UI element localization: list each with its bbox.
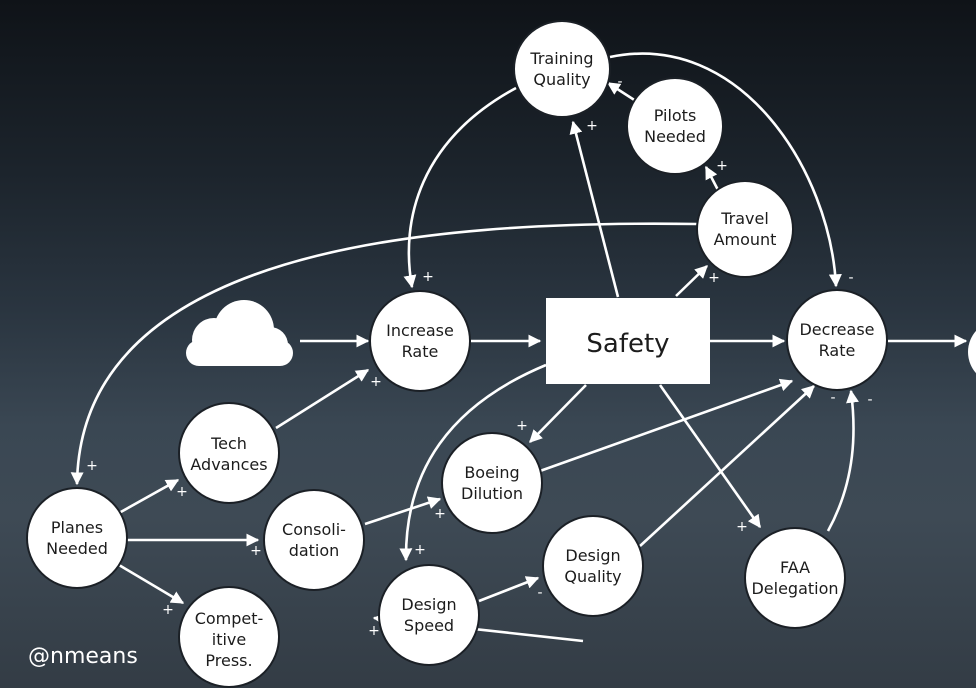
edge-training-quality-to-increase-rate: [403, 86, 517, 289]
polarity-label: +: [422, 269, 434, 285]
node-label: Design: [401, 595, 456, 614]
edge-travel-amount-to-planes-needed: [70, 222, 698, 486]
node-label: Dilution: [461, 484, 523, 503]
polarity-label: +: [86, 458, 98, 474]
edge-safety-to-design-speed: [399, 363, 547, 562]
polarity-label: +: [368, 623, 380, 639]
node-label: Press.: [205, 651, 252, 670]
edge-safety-to-travel-amount: [675, 265, 708, 297]
node-design-quality[interactable]: Design Quality: [542, 515, 644, 617]
polarity-label: +: [370, 374, 382, 390]
polarity-label: +: [708, 270, 720, 286]
node-tech-advances[interactable]: Tech Advances: [178, 402, 280, 504]
edge-design-quality-to-decrease-rate: [639, 385, 815, 547]
edge-safety-to-boeing-dilution: [529, 384, 587, 443]
node-label: Advances: [190, 455, 267, 474]
node-pilots-needed[interactable]: Pilots Needed: [626, 77, 724, 175]
node-label: Needed: [46, 539, 108, 558]
node-label: FAA: [780, 558, 810, 577]
node-label: Travel: [720, 209, 769, 228]
node-label: Decrease: [799, 320, 874, 339]
node-label: Rate: [819, 341, 856, 360]
safety-stock[interactable]: Safety: [546, 298, 710, 384]
edge-safety-to-training-quality: [569, 120, 620, 298]
safety-label: Safety: [586, 329, 669, 359]
node-label: Speed: [404, 616, 454, 635]
safety-box: [546, 298, 710, 384]
node-label: Quality: [533, 70, 590, 89]
polarity-labels: + - + + + - + + + + + + + + + - + - - -: [86, 74, 872, 639]
edge-travel-amount-to-pilots-needed: [704, 165, 720, 191]
node-label: Rate: [402, 342, 439, 361]
node-label: Planes: [51, 518, 103, 537]
polarity-label: +: [434, 506, 446, 522]
polarity-label: +: [586, 118, 598, 134]
polarity-label: +: [162, 602, 174, 618]
node-training-quality[interactable]: Training Quality: [513, 20, 611, 118]
node-design-speed[interactable]: Design Speed: [378, 564, 480, 666]
node-label: Consoli-: [282, 520, 346, 539]
node-decrease-rate[interactable]: Decrease Rate: [786, 289, 888, 391]
node-label: itive: [212, 630, 246, 649]
edge-safety-to-faa-delegation: [658, 384, 762, 529]
cloud-icon: [186, 300, 293, 366]
polarity-label: +: [736, 519, 748, 535]
node-planes-needed[interactable]: Planes Needed: [26, 487, 128, 589]
edge-planes-needed-to-competitive-pressure: [118, 563, 185, 605]
node-label: Delegation: [751, 579, 838, 598]
node-boeing-dilution[interactable]: Boeing Dilution: [441, 432, 543, 534]
node-faa-delegation[interactable]: FAA Delegation: [744, 527, 846, 629]
polarity-label: +: [516, 418, 528, 434]
node-label: Pilots: [654, 106, 697, 125]
node-label: Training: [529, 49, 593, 68]
node-competitive-pressure[interactable]: Compet- itive Press.: [178, 586, 280, 688]
node-label: Compet-: [195, 609, 264, 628]
node-label: Design: [565, 546, 620, 565]
edge-faa-delegation-to-decrease-rate: [826, 389, 859, 532]
node-label: dation: [289, 541, 340, 560]
polarity-label: -: [830, 390, 835, 406]
author-credit: @nmeans: [28, 644, 138, 669]
node-label: Amount: [714, 230, 777, 249]
node-label: Quality: [564, 567, 621, 586]
polarity-label: -: [867, 392, 872, 408]
polarity-label: +: [414, 542, 426, 558]
edge-planes-needed-to-tech-advances: [118, 478, 180, 515]
polarity-label: -: [848, 270, 853, 286]
polarity-label: +: [250, 543, 262, 559]
polarity-label: -: [537, 585, 542, 601]
polarity-label: +: [176, 484, 188, 500]
polarity-label: +: [716, 158, 728, 174]
node-label: Increase: [386, 321, 454, 340]
node-label: Boeing: [464, 463, 519, 482]
node-increase-rate[interactable]: Increase Rate: [369, 290, 471, 392]
edge-consolidation-to-boeing-dilution: [364, 496, 442, 526]
edge-design-speed-to-design-quality: [478, 576, 540, 603]
edge-training-quality-to-decrease-rate: [609, 52, 842, 288]
node-consolidation[interactable]: Consoli- dation: [263, 489, 365, 591]
polarity-label: -: [805, 384, 810, 400]
node-label: Needed: [644, 127, 706, 146]
edge-tech-advances-to-increase-rate: [275, 368, 370, 430]
outflow-sink: [968, 330, 976, 374]
polarity-label: -: [617, 74, 622, 90]
node-label: Tech: [210, 434, 247, 453]
node-travel-amount[interactable]: Travel Amount: [696, 180, 794, 278]
edge-boeing-dilution-to-decrease-rate: [539, 378, 794, 473]
